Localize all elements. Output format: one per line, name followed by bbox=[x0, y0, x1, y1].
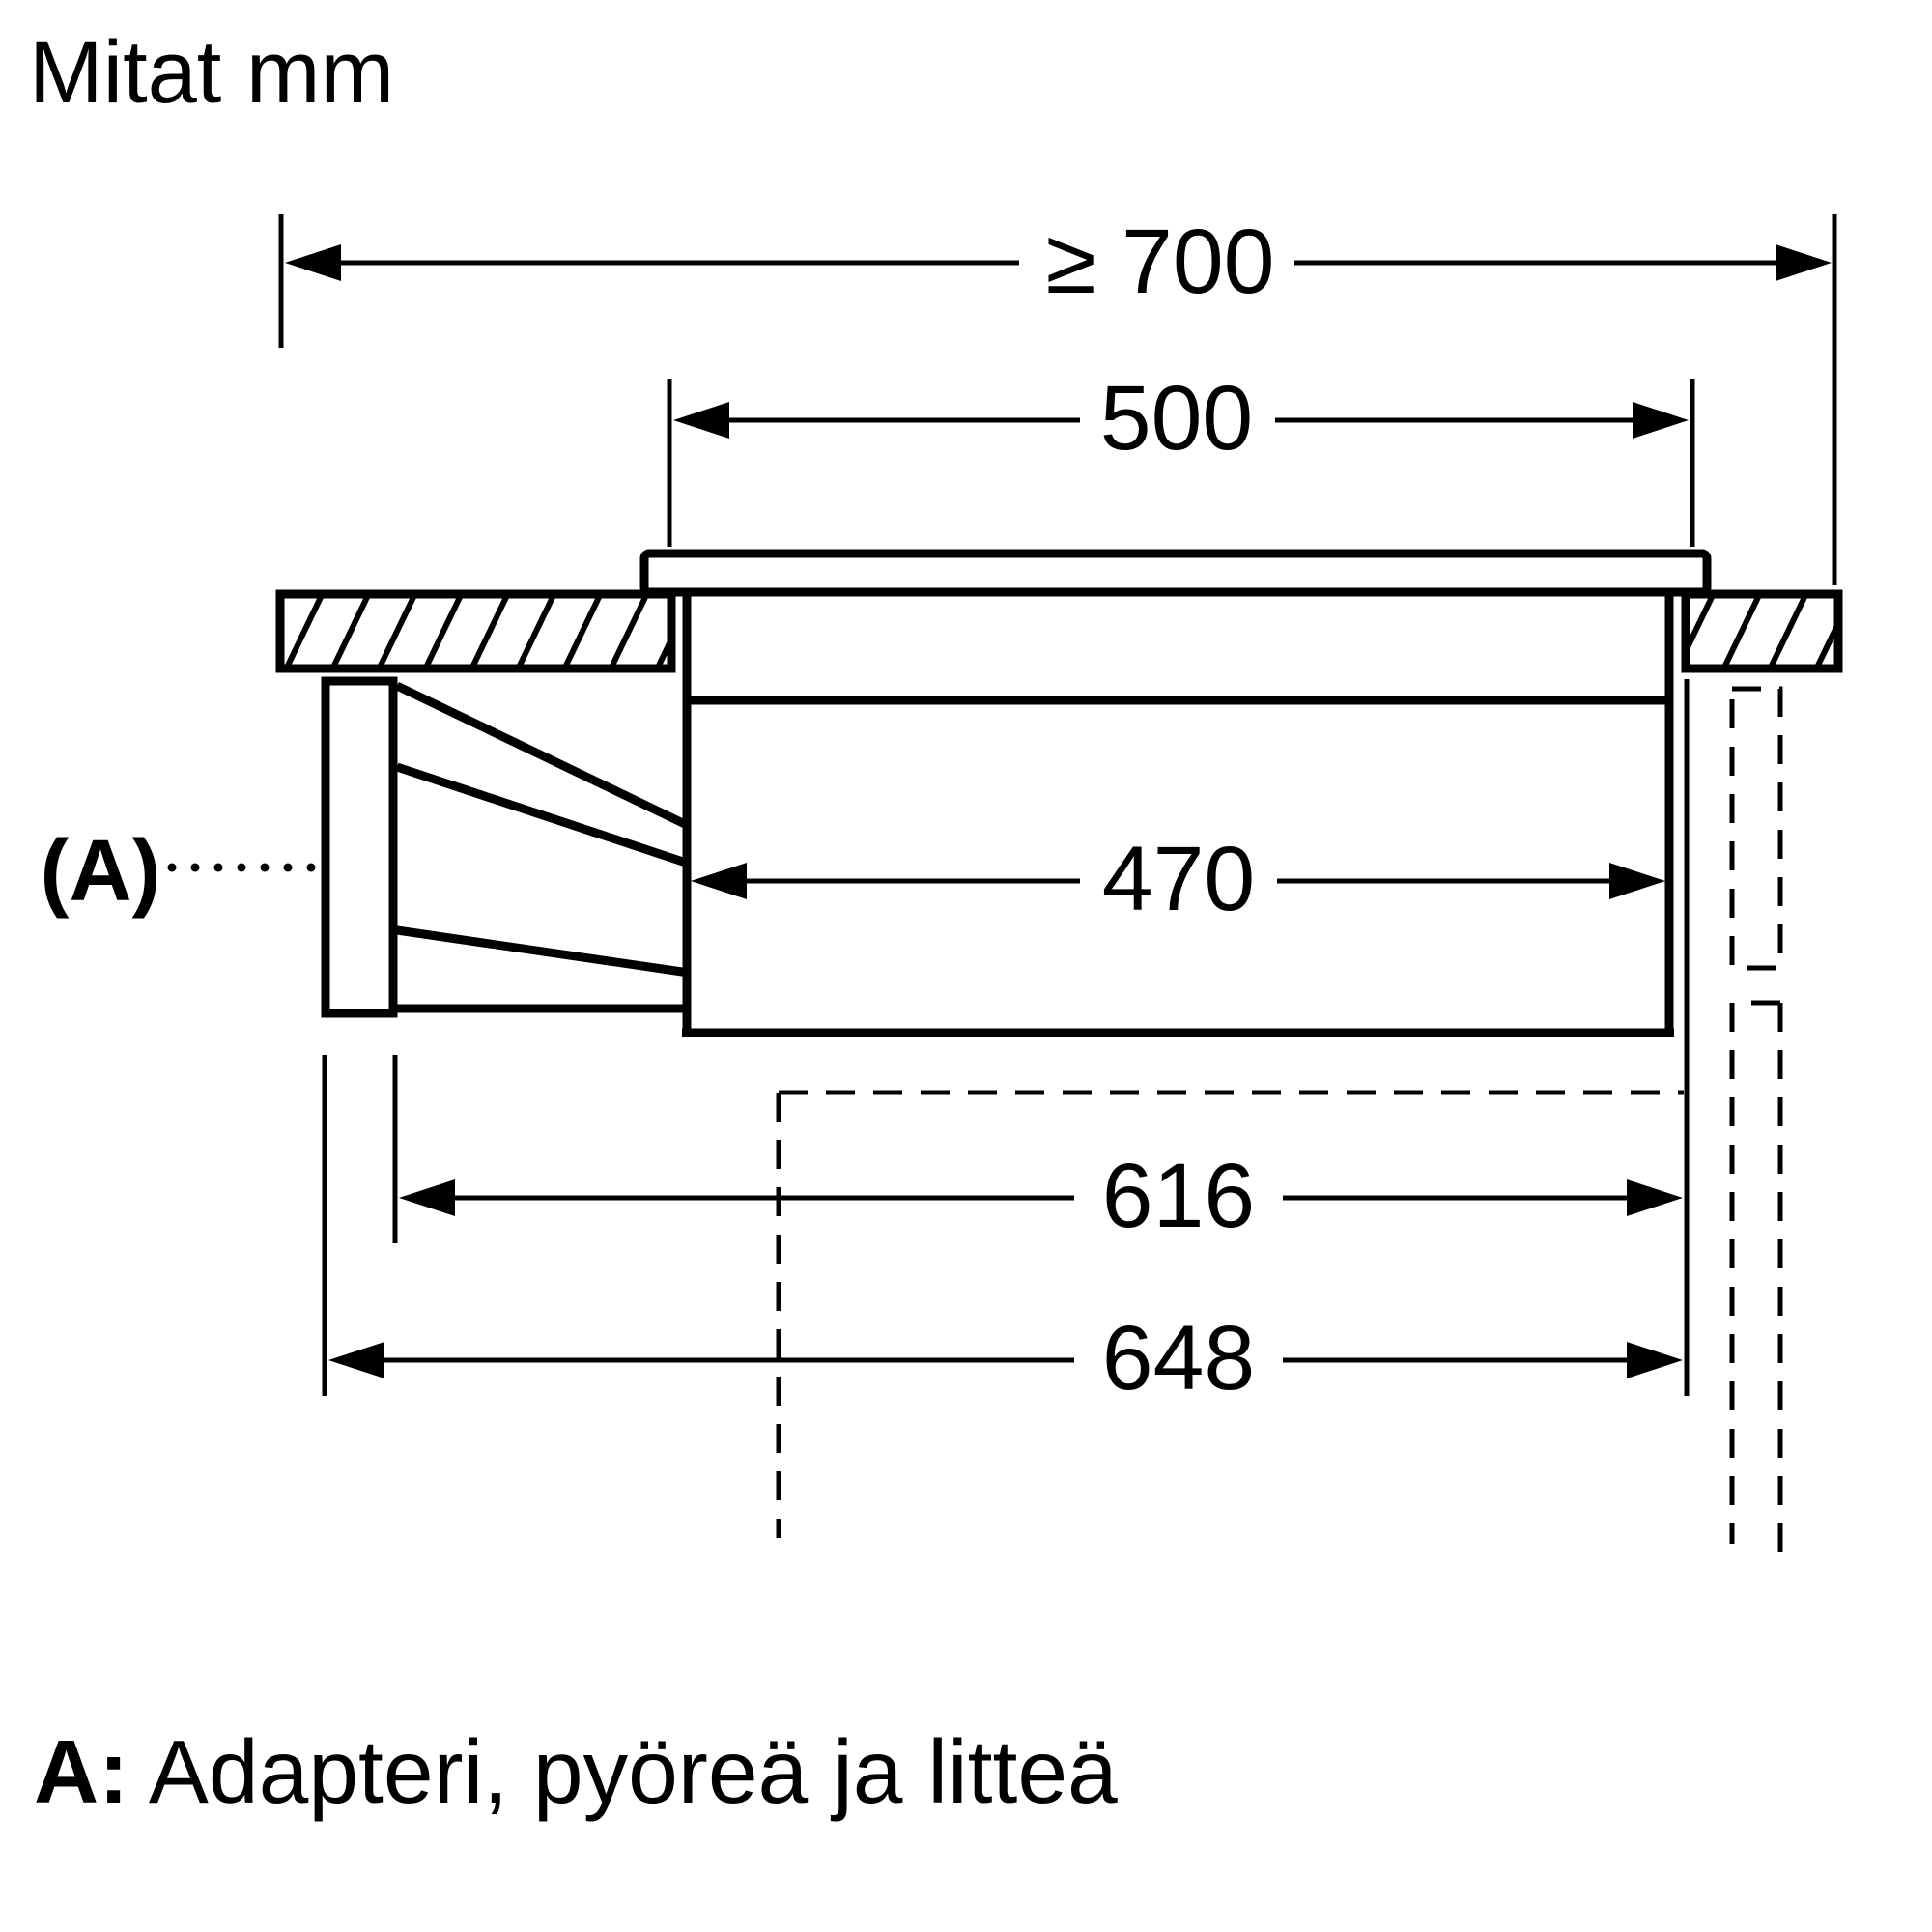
dim-depth-outer: 648 bbox=[322, 1055, 1683, 1409]
dotted-leader bbox=[167, 863, 316, 872]
arrow-right-icon bbox=[1627, 1342, 1683, 1378]
dim-cutout-width: 470 bbox=[691, 828, 1665, 930]
countertop-left-section bbox=[275, 589, 676, 673]
dim-countertop-min-width-label: ≥ 700 bbox=[1045, 211, 1274, 313]
adapter-label: (A) bbox=[41, 823, 161, 920]
arrow-right-icon bbox=[1633, 402, 1689, 439]
hob-glass-panel bbox=[639, 549, 1712, 597]
diagram-title: Mitat mm bbox=[29, 23, 394, 122]
dashed-duct-outline bbox=[776, 686, 1783, 1565]
dim-glass-panel-width-label: 500 bbox=[1100, 367, 1254, 469]
arrow-left-icon bbox=[673, 402, 729, 439]
arrow-left-icon bbox=[328, 1342, 384, 1378]
dim-depth-outer-label: 648 bbox=[1102, 1307, 1256, 1409]
arrow-right-icon bbox=[1627, 1179, 1683, 1216]
caption-text: Adapteri, pyöreä ja litteä bbox=[128, 1721, 1118, 1822]
arrow-right-icon bbox=[1609, 863, 1665, 899]
arrow-left-icon bbox=[399, 1179, 455, 1216]
duct-funnel-line bbox=[396, 925, 690, 978]
duct-funnel-line bbox=[395, 681, 691, 831]
dim-depth-inner-label: 616 bbox=[1102, 1145, 1256, 1247]
arrow-left-icon bbox=[285, 244, 341, 281]
adapter-flange bbox=[321, 676, 398, 1018]
countertop-hatch bbox=[1681, 589, 1843, 673]
hob-body bbox=[682, 590, 1674, 1037]
dim-countertop-min-width: ≥ 700 bbox=[278, 211, 1837, 585]
duct-funnel bbox=[395, 681, 691, 1013]
caption-prefix: A: bbox=[34, 1721, 128, 1822]
countertop-right-section bbox=[1681, 589, 1843, 673]
dim-depth-inner: 616 bbox=[392, 679, 1690, 1396]
caption: A: Adapteri, pyöreä ja litteä bbox=[34, 1721, 1118, 1822]
duct-funnel-line bbox=[395, 762, 691, 868]
arrow-left-icon bbox=[691, 863, 747, 899]
arrow-right-icon bbox=[1776, 244, 1832, 281]
countertop-hatch bbox=[275, 589, 676, 673]
dim-glass-panel-width: 500 bbox=[667, 367, 1695, 547]
dashed-flat-duct bbox=[1729, 686, 1783, 971]
dim-cutout-width-label: 470 bbox=[1102, 828, 1256, 930]
